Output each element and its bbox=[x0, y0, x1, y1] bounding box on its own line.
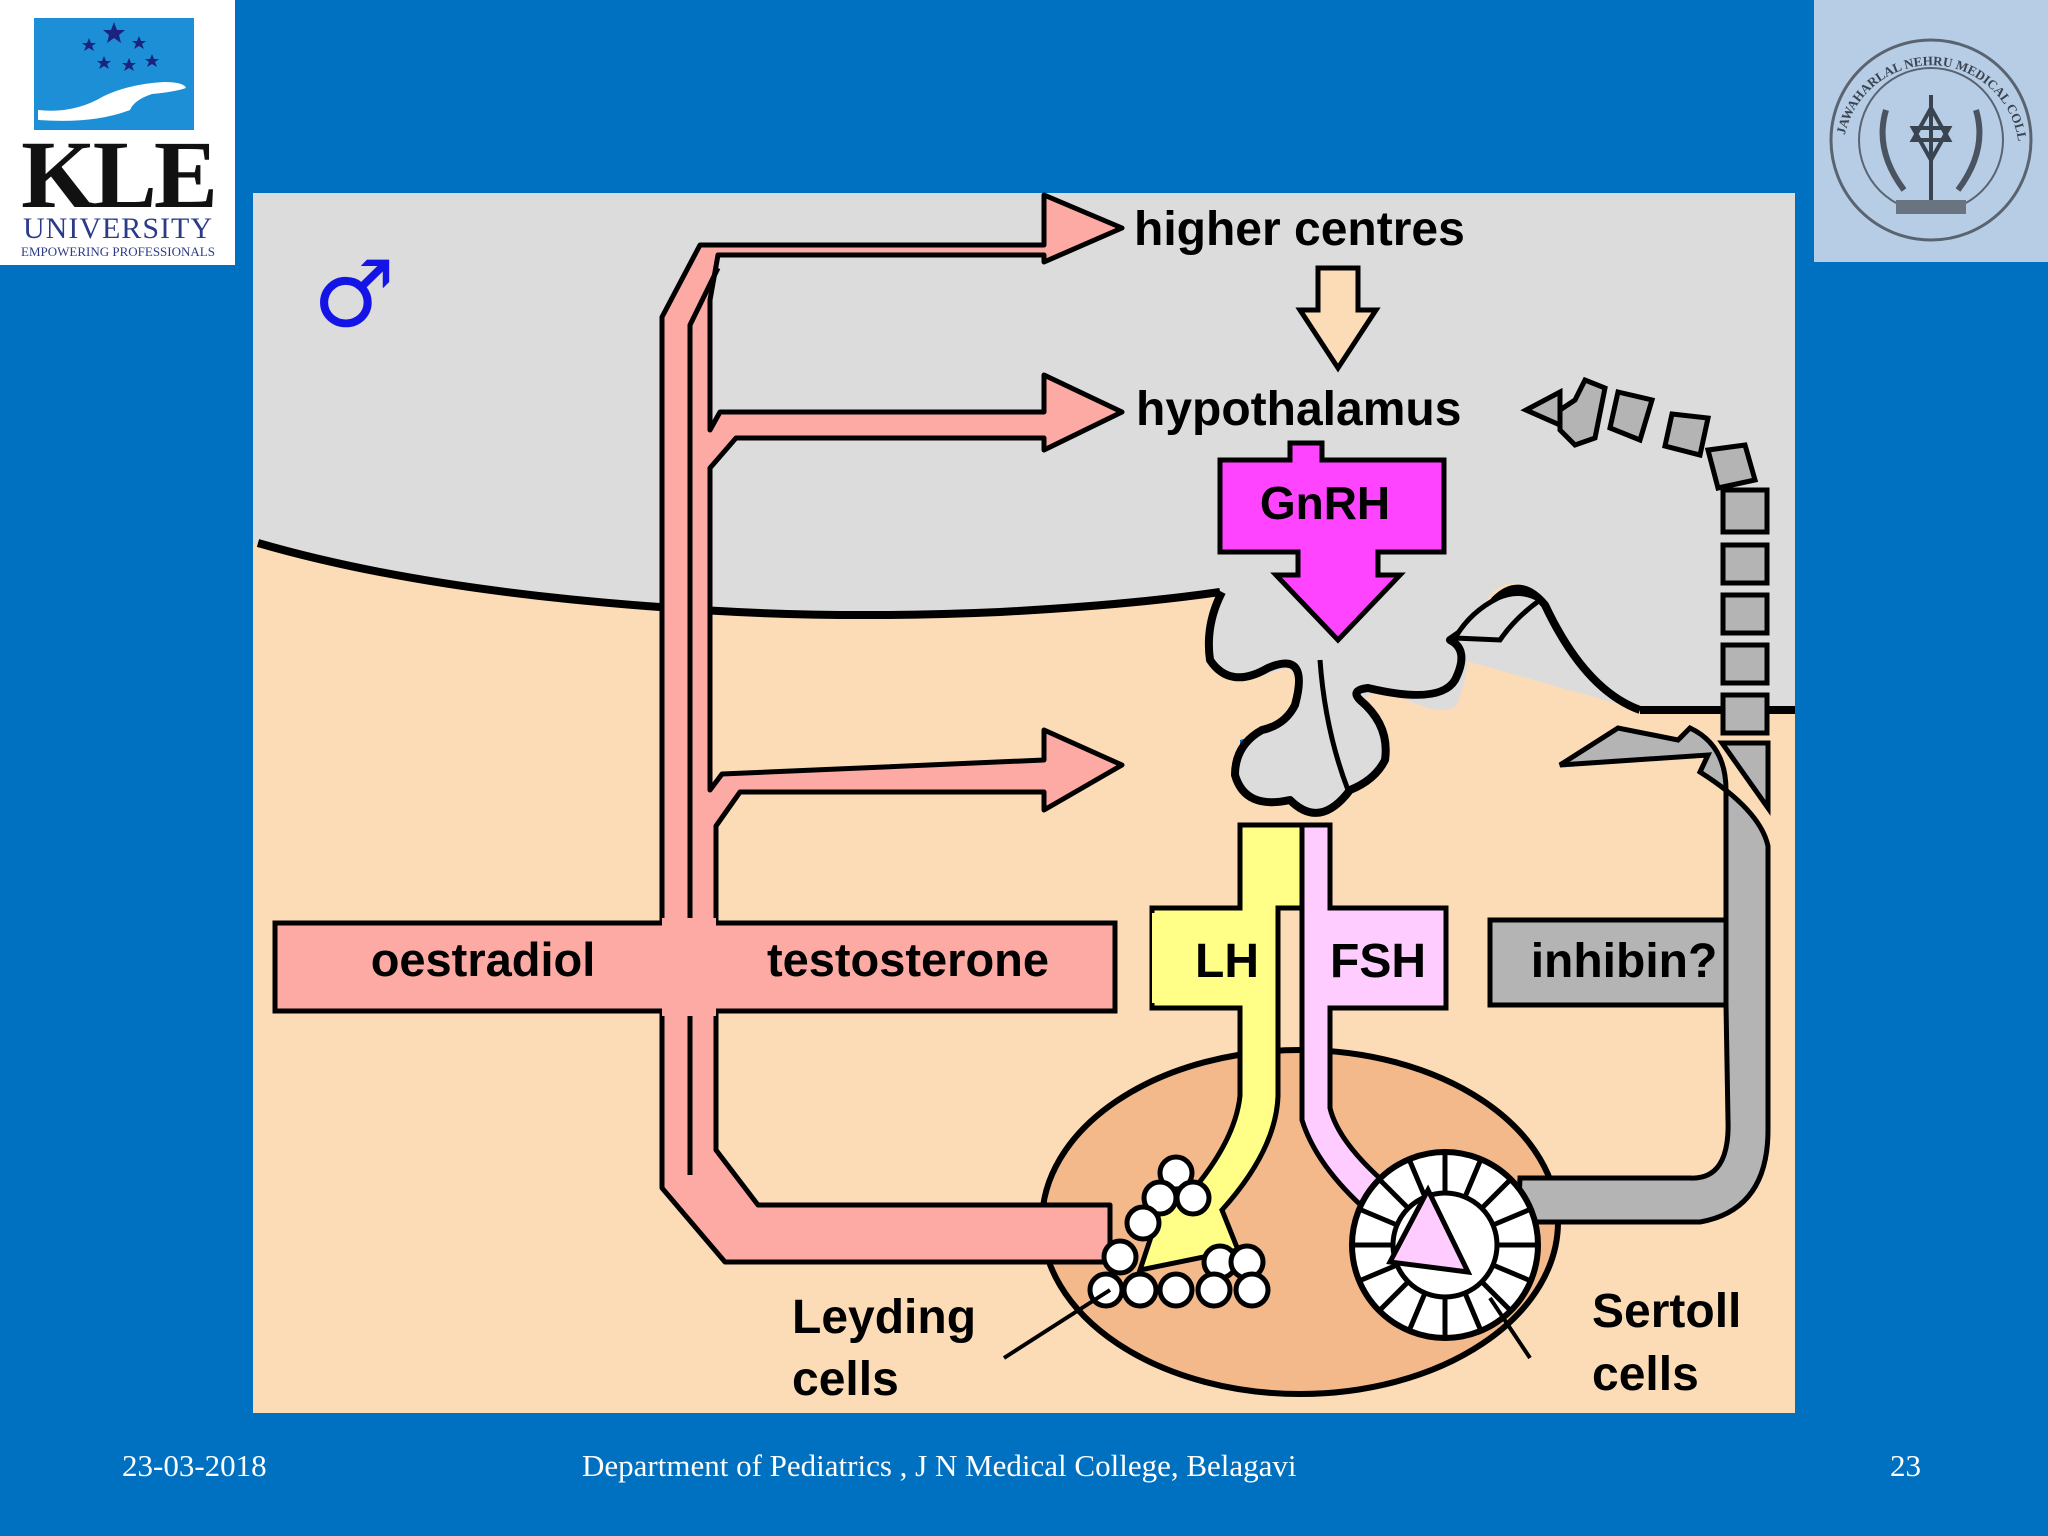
inhibin-label: inhibin? bbox=[1531, 935, 1718, 988]
inhibin-arrow bbox=[1515, 724, 1771, 1225]
sertoli-tubule bbox=[1349, 1149, 1541, 1341]
gnrh-label: GnRH bbox=[1260, 477, 1390, 529]
leydig-leader-line bbox=[1002, 1288, 1112, 1360]
jnmc-seal-logo: JAWAHARLAL NEHRU MEDICAL COLLEGE, BELGAU… bbox=[1808, 0, 2048, 262]
lh-label: LH bbox=[1195, 935, 1259, 988]
footer-date: 23-03-2018 bbox=[122, 1448, 267, 1483]
logo-tagline: EMPOWERING PROFESSIONALS bbox=[21, 244, 215, 259]
testosterone-label: testosterone bbox=[767, 933, 1049, 986]
logo-sky-panel bbox=[34, 18, 194, 130]
hypothalamus-label: hypothalamus bbox=[1136, 383, 1461, 436]
college-seal-icon: JAWAHARLAL NEHRU MEDICAL COLLEGE, BELGAU… bbox=[1808, 0, 2033, 242]
sertoli-leader-line bbox=[1488, 1296, 1532, 1360]
leydig-label-line1: Leyding bbox=[792, 1291, 976, 1344]
logo-kle-word: KLE bbox=[21, 121, 218, 228]
leydig-label-line2: cells bbox=[792, 1353, 899, 1406]
footer-department: Department of Pediatrics , J N Medical C… bbox=[582, 1448, 1297, 1483]
higher-centres-down-arrow bbox=[1295, 265, 1381, 373]
hand-stars-icon bbox=[38, 22, 186, 121]
gnrh-arrow bbox=[1217, 440, 1447, 644]
inhibin-feedback-dashed-arrow bbox=[1520, 376, 1771, 816]
sertoli-label-line1: Sertoll bbox=[1592, 1285, 1741, 1338]
fsh-label: FSH bbox=[1330, 935, 1426, 988]
footer-page-number: 23 bbox=[1890, 1448, 1921, 1483]
higher-centres-label: higher centres bbox=[1134, 203, 1465, 256]
sertoli-label-line2: cells bbox=[1592, 1348, 1699, 1401]
oestradiol-label: oestradiol bbox=[371, 933, 596, 986]
kle-university-logo: KLE UNIVERSITY EMPOWERING PROFESSIONALS bbox=[0, 0, 235, 265]
male-symbol-icon: ♂ bbox=[313, 241, 395, 348]
brain-boundary-line bbox=[256, 539, 1221, 620]
logo-university-word: UNIVERSITY bbox=[23, 212, 213, 245]
